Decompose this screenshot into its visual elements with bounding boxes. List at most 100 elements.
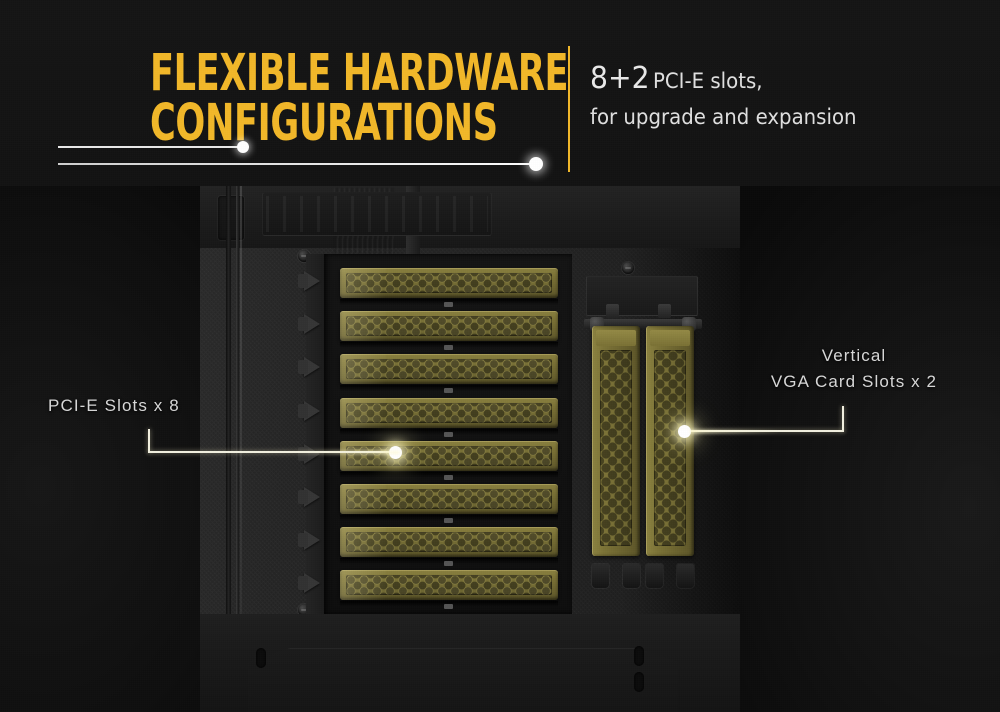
bracket-plate: [340, 570, 558, 601]
bracket-plate: [340, 268, 558, 298]
shroud-vent-hole: [634, 646, 644, 666]
bracket-slot-clip: [444, 518, 453, 523]
bracket-plate: [340, 311, 558, 342]
pci-slot-bracket: [298, 268, 558, 307]
leader-left-glow: [300, 451, 400, 454]
callout-label-vga-slots: Vertical VGA Card Slots x 2: [748, 343, 960, 395]
header-rule-short: [58, 146, 243, 148]
bracket-slot-clip: [444, 474, 453, 480]
bracket-honeycomb-vents: [346, 445, 552, 466]
subtitle-line-1: 8+2 PCI-E slots,: [590, 62, 970, 98]
bracket-honeycomb-vents: [346, 359, 552, 380]
header-rule-dot-lower: [529, 157, 543, 171]
bracket-retention-clip: [298, 533, 308, 548]
bracket-retention-clip: [298, 274, 308, 288]
pci-slot-rail: [306, 254, 328, 614]
callout-vga-line-1: Vertical: [821, 346, 887, 365]
vga-foot-tab: [623, 564, 640, 588]
leader-right-glow: [690, 430, 780, 433]
bracket-retention-clip: [298, 360, 308, 375]
subtitle-slot-text: PCI-E slots,: [653, 69, 763, 93]
leader-left-horizontal: [148, 451, 398, 453]
pci-slot-bracket: [298, 440, 558, 480]
leader-right-vertical: [842, 406, 844, 432]
subtitle-slot-count: 8+2: [590, 61, 650, 96]
title-line-2: CONFIGURATIONS: [150, 93, 498, 153]
pci-slot-bracket: [298, 354, 558, 394]
bracket-plate: [340, 440, 558, 471]
bracket-slot-clip: [444, 302, 453, 307]
vga-knob: [658, 304, 671, 318]
bracket-retention-tab: [304, 487, 320, 507]
header-rule-dot-upper: [237, 141, 249, 153]
rear-vent-grille: [262, 192, 492, 236]
bracket-honeycomb-vents: [346, 402, 552, 423]
bracket-retention-tab: [304, 314, 320, 335]
bracket-retention-tab: [304, 357, 320, 378]
header-band: FLEXIBLE HARDWARE CONFIGURATIONS 8+2 PCI…: [0, 0, 1000, 186]
pci-slot-bracket: [298, 311, 558, 351]
bracket-plate: [340, 397, 558, 428]
pci-slot-bracket: [298, 570, 558, 610]
screw: [622, 262, 634, 274]
bracket-retention-clip: [298, 490, 308, 504]
chassis-left-shadow: [0, 186, 228, 712]
bracket-plate: [340, 484, 558, 514]
pci-slot-bracket: [298, 527, 558, 567]
shroud-vent-hole: [256, 648, 266, 668]
bracket-honeycomb-vents: [346, 575, 552, 596]
vga-slot-bracket: [592, 326, 640, 556]
pci-slot-bracket: [298, 397, 558, 437]
vga-crossbar: [584, 319, 702, 329]
pci-slot-bracket: [298, 484, 558, 523]
title-line-1: FLEXIBLE HARDWARE: [150, 43, 569, 103]
page-title: FLEXIBLE HARDWARE CONFIGURATIONS: [150, 43, 569, 148]
vga-foot-tab: [677, 564, 694, 588]
vga-bracket-head: [650, 330, 690, 346]
header-rule-long: [58, 163, 536, 165]
leader-right-endpoint-dot: [678, 425, 691, 438]
bracket-retention-tab: [304, 530, 320, 551]
callout-label-pci-slots: PCI-E Slots x 8: [48, 396, 180, 415]
bracket-honeycomb-vents: [346, 316, 552, 337]
vertical-vga-assembly: [584, 276, 702, 598]
vga-bracket-foot: [592, 564, 640, 590]
chassis-rail-outer: [226, 186, 231, 712]
leader-left-vertical: [148, 429, 150, 453]
vga-slot-bracket: [646, 326, 694, 556]
vga-bracket-head: [596, 330, 636, 346]
vga-bracket-foot: [646, 564, 694, 590]
bracket-slot-clip: [444, 431, 453, 437]
bracket-slot-clip: [444, 561, 453, 567]
header-divider: [568, 46, 570, 172]
bracket-retention-clip: [298, 576, 308, 591]
chassis-top-slot: [218, 196, 244, 240]
chassis-rail-highlight: [240, 186, 242, 712]
header-subtitle: 8+2 PCI-E slots, for upgrade and expansi…: [590, 62, 970, 132]
vga-foot-tab: [592, 564, 609, 588]
vga-mount-plate: [586, 276, 698, 316]
bracket-plate: [340, 527, 558, 558]
bracket-slot-clip: [444, 345, 453, 351]
bracket-retention-clip: [298, 403, 308, 418]
callout-vga-line-2: VGA Card Slots x 2: [770, 372, 938, 391]
bracket-retention-tab: [304, 271, 320, 291]
bracket-retention-tab: [304, 573, 320, 594]
bracket-retention-clip: [298, 317, 308, 332]
shroud-vent-hole: [634, 672, 644, 692]
vga-knob: [606, 304, 619, 318]
psu-shroud: [248, 648, 678, 712]
vga-foot-tab: [646, 564, 663, 588]
subtitle-line-2: for upgrade and expansion: [590, 105, 857, 129]
bracket-honeycomb-vents: [346, 532, 552, 553]
chassis-right-shadow: [740, 186, 1000, 712]
chassis-rail-inner: [236, 186, 239, 712]
bracket-slot-clip: [444, 604, 453, 610]
vga-bracket-honeycomb-vents: [654, 350, 686, 546]
bracket-retention-tab: [304, 400, 320, 421]
bracket-honeycomb-vents: [346, 273, 552, 293]
bracket-slot-clip: [444, 388, 453, 394]
vga-bracket-honeycomb-vents: [600, 350, 632, 546]
bracket-honeycomb-vents: [346, 489, 552, 509]
